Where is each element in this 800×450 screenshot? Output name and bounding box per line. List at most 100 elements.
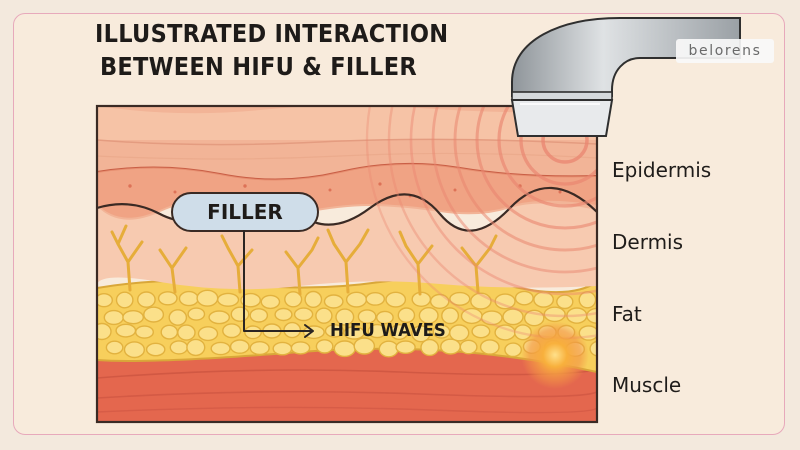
fat-cell <box>115 291 134 309</box>
title-line-2: BETWEEN HIFU & FILLER <box>100 52 418 81</box>
fat-cell <box>222 323 242 339</box>
fat-cell <box>186 338 206 357</box>
fat-cell <box>136 291 156 308</box>
hifu-wave-ring <box>519 106 597 186</box>
layer-label-muscle: Muscle <box>612 373 682 397</box>
fat-cell <box>502 308 524 326</box>
hifu-probe-icon <box>510 17 741 137</box>
hifu-wave-ring <box>453 106 597 252</box>
fat-cell <box>160 324 179 340</box>
fat-cell <box>378 340 399 358</box>
focal-point <box>521 321 589 389</box>
arrow-icon <box>243 230 314 338</box>
fat-cell <box>449 291 471 306</box>
fat-cell <box>290 341 311 355</box>
fat-cell <box>123 341 145 359</box>
fat-cell <box>365 291 386 306</box>
fat-cell <box>441 307 460 325</box>
hifu-waves-label: HIFU WAVES <box>330 320 446 341</box>
hifu-wave-ring <box>497 106 597 208</box>
fat-cell <box>97 293 113 308</box>
fat-cell <box>335 308 355 326</box>
fat-cell <box>260 294 281 310</box>
fat-cell <box>217 292 240 307</box>
fat-cell <box>333 340 356 358</box>
fat-cell <box>143 306 165 323</box>
fat-cell <box>429 293 450 310</box>
filler-label: FILLER <box>207 200 283 224</box>
fat-cell <box>97 322 112 341</box>
fat-cell <box>533 291 554 308</box>
fat-cell <box>479 339 500 355</box>
fat-cell <box>169 340 189 355</box>
fat-cell <box>284 291 303 308</box>
fat-cell <box>589 340 597 357</box>
fat-cell <box>345 291 368 308</box>
fat-cell <box>240 292 262 308</box>
fat-cell <box>208 310 230 325</box>
layer-label-epidermis: Epidermis <box>612 158 712 182</box>
fat-cell <box>556 294 574 310</box>
layer-label-fat: Fat <box>612 302 642 326</box>
fat-cell <box>494 293 516 310</box>
fat-cell <box>578 291 597 309</box>
fat-cell <box>418 307 439 325</box>
brand-watermark: belorens <box>676 39 774 63</box>
fat-cell <box>471 324 491 339</box>
fat-cell <box>178 290 199 307</box>
fat-cell <box>324 324 345 338</box>
fat-cell <box>459 339 478 355</box>
fat-cell <box>244 325 262 340</box>
fat-cell <box>304 290 323 309</box>
fat-cell <box>210 341 231 356</box>
fat-cell <box>315 339 334 354</box>
fat-cell <box>145 342 166 357</box>
fat-cell <box>315 307 333 324</box>
fat-cell <box>230 306 250 322</box>
fat-cell <box>367 323 387 339</box>
fat-cell <box>168 309 188 326</box>
fat-cell <box>353 337 376 355</box>
fat-cell <box>229 339 250 354</box>
fat-cell <box>103 309 125 326</box>
fat-cell <box>197 326 219 342</box>
fat-cell <box>397 307 416 324</box>
fat-cell <box>272 341 293 356</box>
layer-label-dermis: Dermis <box>612 230 684 254</box>
fat-cell <box>274 307 293 322</box>
fat-cell <box>177 324 196 341</box>
fat-cell <box>514 290 534 306</box>
fat-cell <box>293 307 314 322</box>
fat-cell <box>480 310 503 326</box>
fat-cell <box>389 324 409 341</box>
fat-cell <box>249 341 270 356</box>
fat-cell <box>187 307 206 321</box>
fat-cell <box>375 310 394 325</box>
fat-cell <box>411 325 431 343</box>
title-line-1: ILLUSTRATED INTERACTION <box>95 19 449 48</box>
fat-cell <box>504 342 522 358</box>
fat-cell <box>523 309 545 327</box>
fat-cell <box>249 308 269 323</box>
fat-cell <box>105 340 124 355</box>
fat-cell <box>440 338 461 355</box>
fat-cell <box>470 292 492 310</box>
hifu-wave-ring <box>409 106 597 296</box>
fat-cell <box>157 291 178 306</box>
hifu-wave-ring <box>475 106 597 230</box>
fat-cell <box>323 294 344 309</box>
fat-cell <box>196 289 219 307</box>
fat-cell <box>385 291 407 308</box>
fat-cell <box>122 310 145 325</box>
dermis-layer <box>97 187 597 290</box>
fat-cell <box>395 340 416 355</box>
fat-cell <box>115 323 137 338</box>
hifu-wave-ring <box>387 106 597 318</box>
fat-cell <box>449 324 470 342</box>
hifu-wave-ring <box>431 106 597 274</box>
fat-cell <box>343 326 365 340</box>
fat-cell <box>357 309 377 324</box>
fat-cell <box>420 338 440 357</box>
